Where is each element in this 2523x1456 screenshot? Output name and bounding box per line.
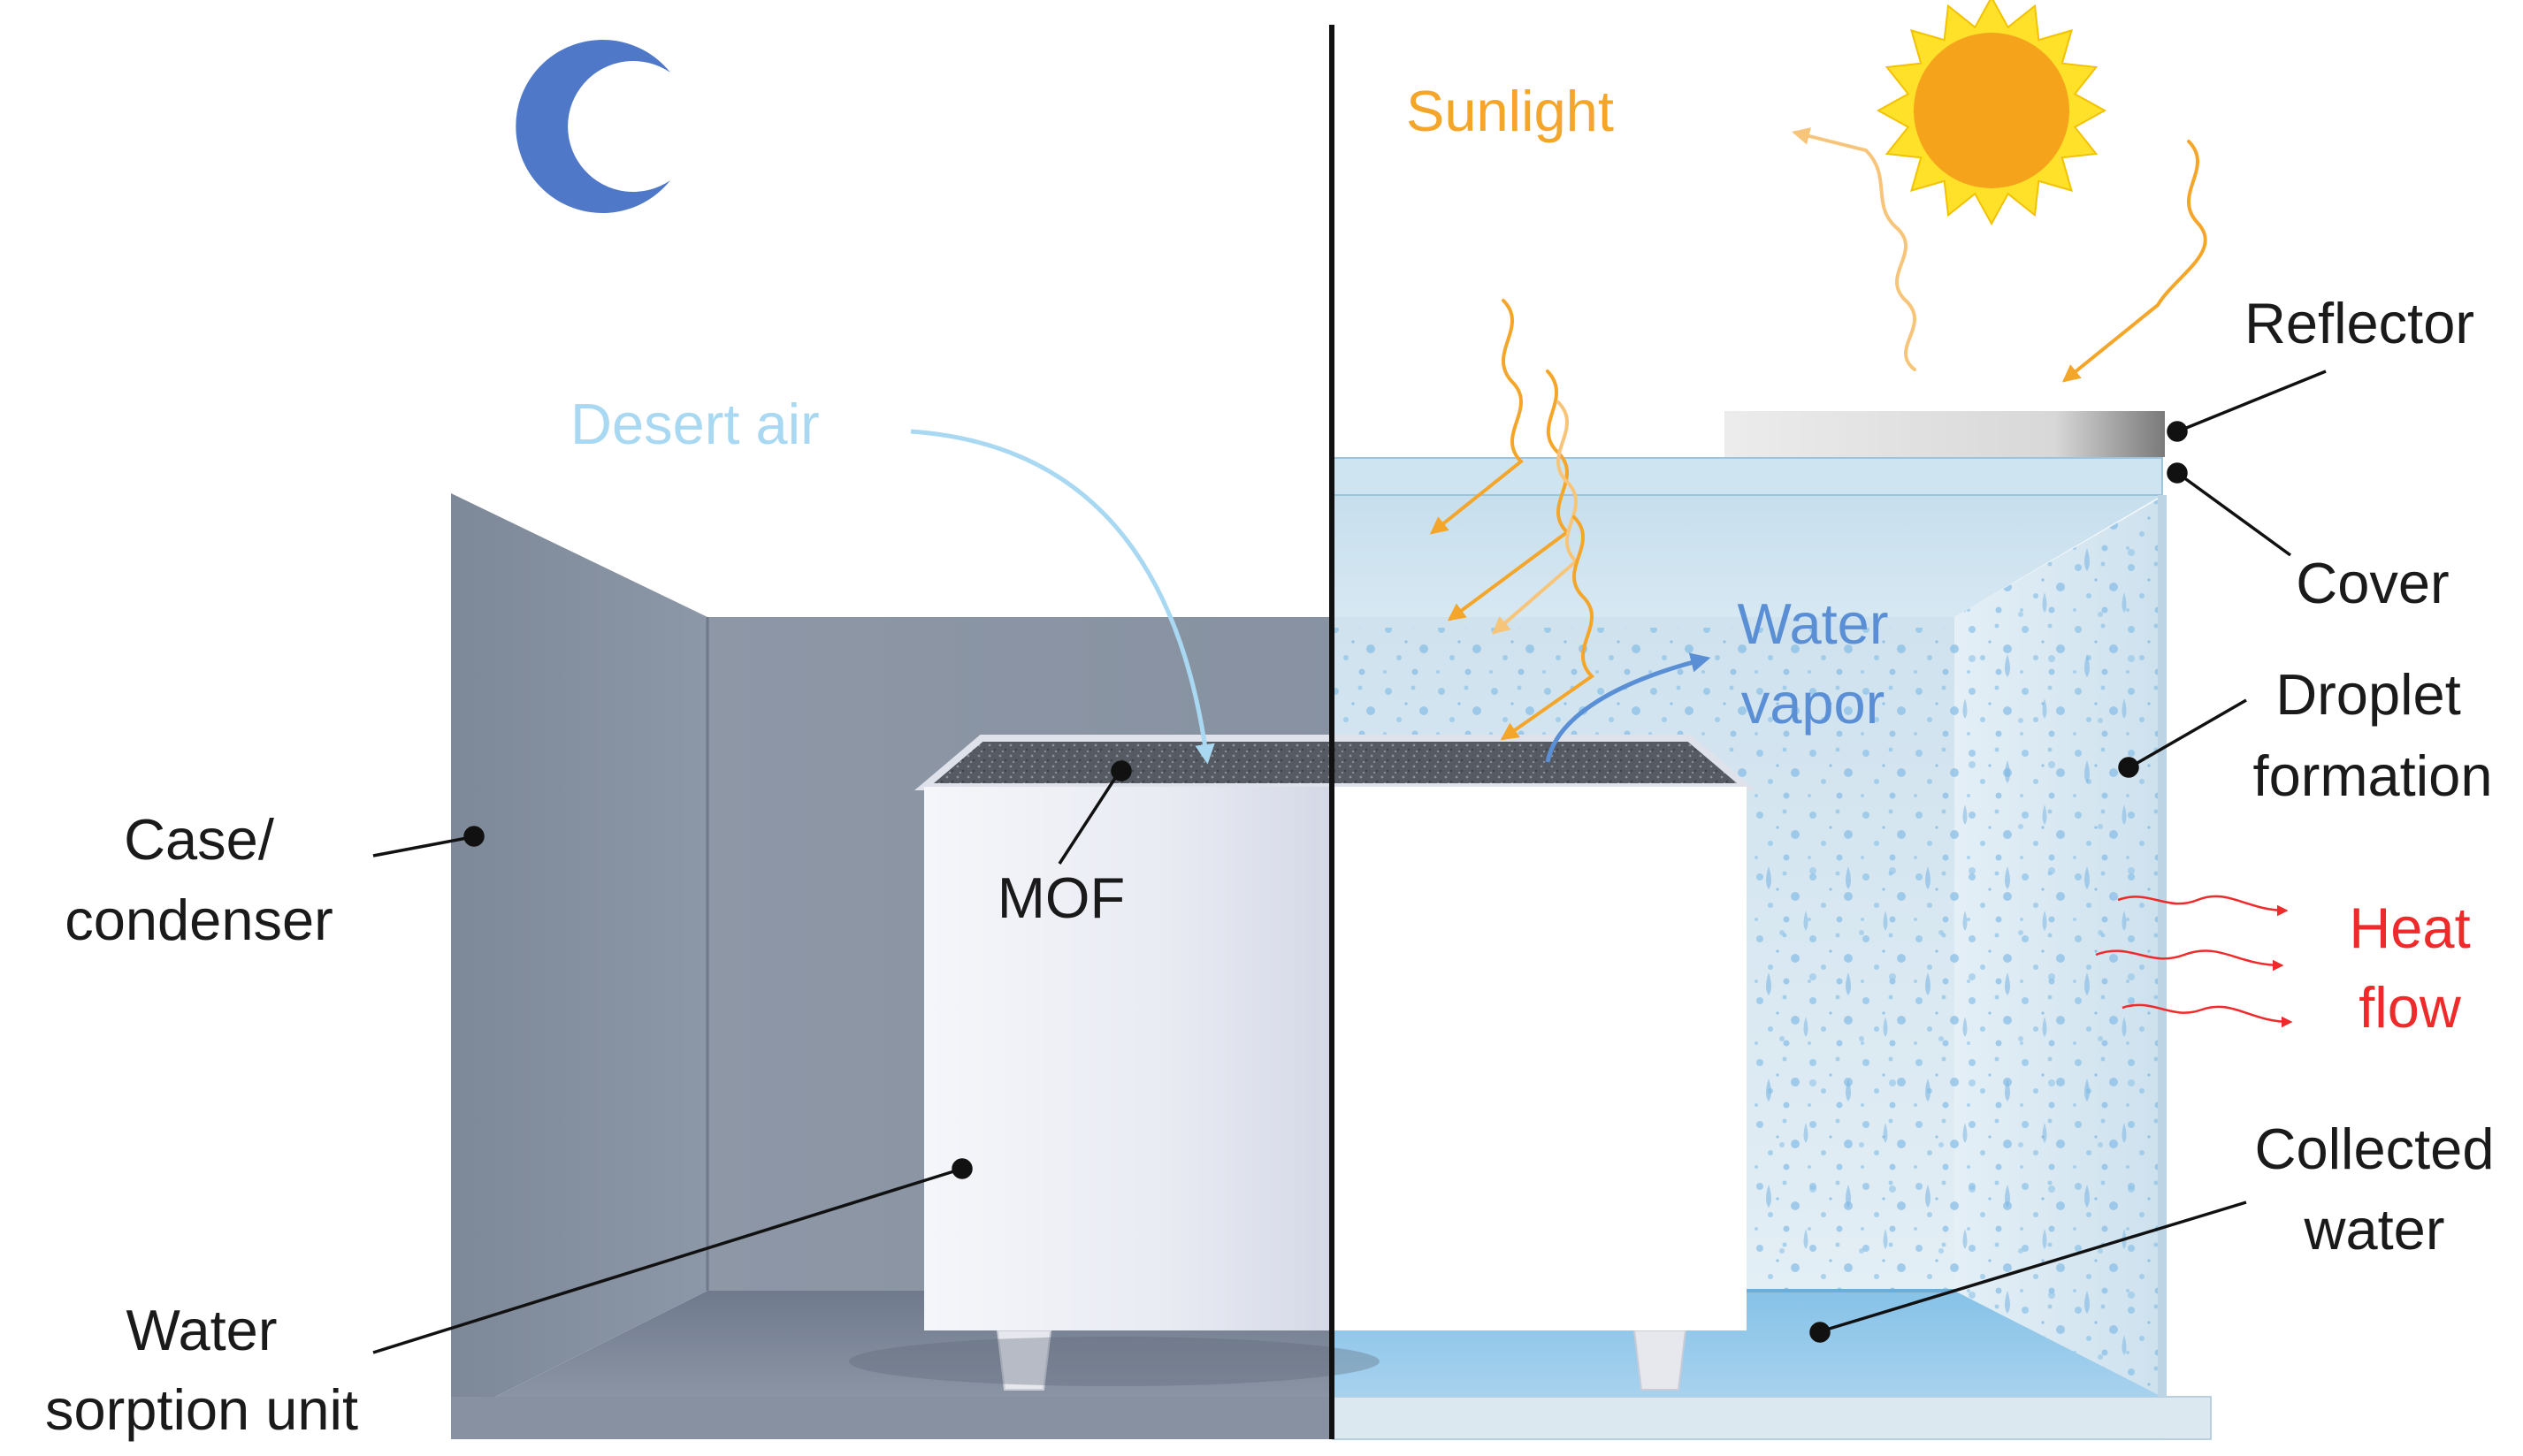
case-left-wall <box>451 493 707 1397</box>
moon-icon <box>516 40 670 214</box>
sunlight-ray-5 <box>1500 515 1595 741</box>
labels: Sunlight Desert air Water vapor Reflecto… <box>45 79 2495 1442</box>
label-heat-line1: Heat <box>2349 896 2470 960</box>
heat-flow-arrows <box>2095 895 2293 1028</box>
label-collected-line2: water <box>2304 1197 2445 1262</box>
water-vapor-arrow <box>1545 652 1711 763</box>
label-droplet-line2: formation <box>2253 743 2493 808</box>
sunlight-ray-incoming-1 <box>2061 140 2207 383</box>
label-sorption-line1: Water <box>126 1298 278 1362</box>
sunlight-ray-4 <box>1491 400 1579 635</box>
case-base <box>451 1397 1332 1439</box>
sun-icon <box>1876 0 2107 226</box>
unit-front-night <box>924 787 1332 1330</box>
label-case-line2: condenser <box>65 888 333 952</box>
label-droplet-line1: Droplet <box>2275 662 2461 727</box>
label-water-vapor-line2: vapor <box>1741 671 1885 736</box>
desert-air-arrow <box>910 429 1215 765</box>
label-reflector: Reflector <box>2244 291 2474 355</box>
label-mof: MOF <box>998 865 1125 930</box>
label-collected-line1: Collected <box>2255 1117 2495 1181</box>
label-desert-air: Desert air <box>570 392 820 456</box>
unit-leg-right <box>1632 1330 1687 1391</box>
water-sorption-unit <box>849 735 1756 1391</box>
unit-front-day <box>1332 787 1747 1330</box>
mof-bed <box>924 738 1747 787</box>
label-sunlight: Sunlight <box>1406 79 1614 143</box>
leader-lines <box>372 370 2327 1354</box>
label-water-vapor-line1: Water <box>1738 591 1889 656</box>
cover-glass <box>1332 458 2162 617</box>
sunlight-rays <box>1429 127 2207 741</box>
label-cover: Cover <box>2296 551 2449 615</box>
label-heat-line2: flow <box>2359 975 2462 1040</box>
label-case-line1: Case/ <box>124 807 275 872</box>
label-sorption-line2: sorption unit <box>45 1377 358 1442</box>
case-base-day <box>1332 1396 2212 1440</box>
reflector <box>1724 411 2165 457</box>
sunlight-ray-reflected <box>1792 127 1916 371</box>
sunlight-ray-2 <box>1429 299 1524 535</box>
